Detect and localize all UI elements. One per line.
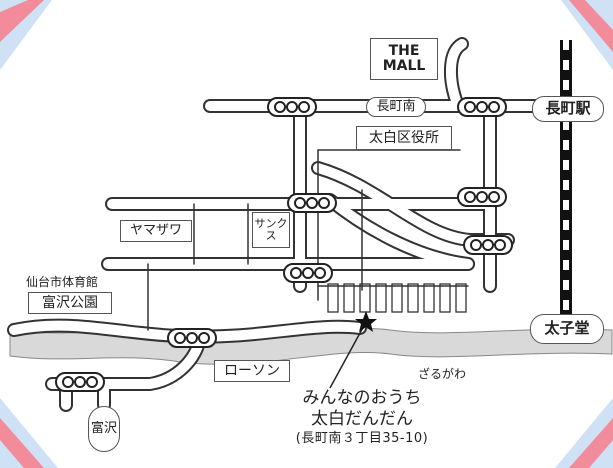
lawson-label: ローソン (214, 360, 290, 382)
signal-icon (457, 187, 507, 207)
destination-block: みんなのおうち 太白だんだん (長町南３丁目35-10) (262, 388, 462, 448)
taihaku-ward-office-label: 太白区役所 (356, 126, 452, 150)
sendai-gym-label: 仙台市体育館 (26, 275, 99, 289)
building-blocks (327, 283, 467, 313)
traffic-signals (55, 97, 513, 392)
signal-icon (55, 372, 105, 392)
signal-icon (283, 263, 333, 283)
tomizawa-label: 富沢 (88, 406, 120, 452)
taishido-label: 太子堂 (530, 314, 604, 344)
nagamachi-station-label: 長町駅 (532, 96, 604, 122)
sunkus-label: サンクス (252, 212, 290, 248)
destination-star-icon (355, 311, 377, 332)
tomizawa-park-label: 富沢公園 (28, 292, 112, 314)
sarugawa-river-label: ざるがわ (418, 367, 467, 381)
destination-leader-line (329, 321, 367, 389)
yamazawa-label: ヤマザワ (120, 220, 192, 242)
destination-name-line1: みんなのおうち (302, 388, 422, 408)
signal-icon (287, 193, 337, 213)
signal-icon (463, 235, 513, 255)
signal-icon (267, 97, 317, 117)
destination-name-line2: 太白だんだん (311, 409, 413, 429)
signal-icon (167, 328, 217, 348)
the-mall-label: THE MALL (370, 38, 438, 80)
nagamachi-minami-label: 長町南 (366, 97, 426, 117)
destination-address: (長町南３丁目35-10) (295, 431, 429, 446)
signal-icon (457, 97, 507, 117)
